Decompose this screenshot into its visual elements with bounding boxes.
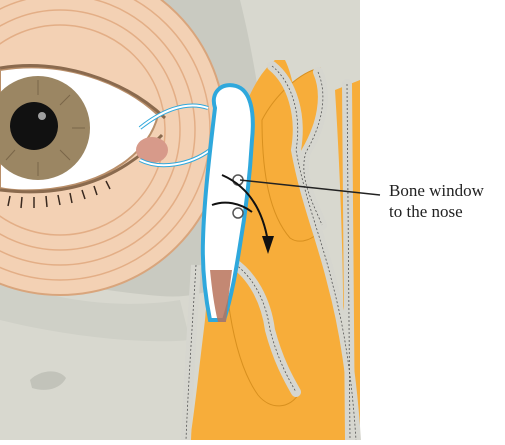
pupil-highlight bbox=[38, 112, 46, 120]
bone-window-label-line2: to the nose bbox=[389, 201, 484, 222]
bone-window-lower-marker bbox=[233, 208, 243, 218]
bone-window-label: Bone window to the nose bbox=[389, 180, 484, 222]
bone-window-label-line1: Bone window bbox=[389, 180, 484, 201]
pupil bbox=[10, 102, 58, 150]
